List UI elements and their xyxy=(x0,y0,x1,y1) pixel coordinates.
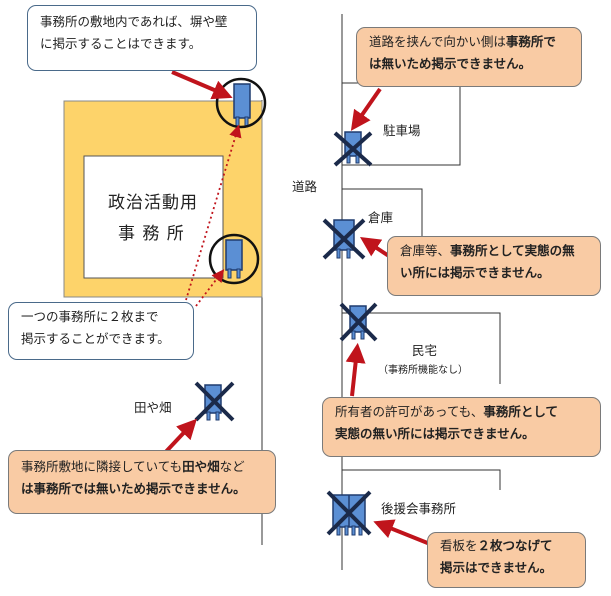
callout-double-sign-emph: ２枚つなげて xyxy=(477,538,553,553)
house-sublabel: （事務所機能なし） xyxy=(378,365,468,376)
callout-across-road: 道路を挟んで向かい側は事務所で は無いため掲示できません。 xyxy=(356,27,582,87)
callout-wall-line1: 事務所の敷地内であれば、塀や壁 xyxy=(40,14,228,29)
callout-house-line2: 実態の無い所には掲示できません。 xyxy=(335,426,535,441)
field-label: 田や畑 xyxy=(134,400,172,415)
callout-double-sign-text: 看板を xyxy=(440,538,478,553)
sign-crossed-warehouse xyxy=(322,218,366,260)
callout-warehouse-text: 倉庫等、 xyxy=(400,243,451,258)
callout-across-road-emph: 事務所で xyxy=(505,34,556,49)
callout-warehouse-line2: い所には掲示できません。 xyxy=(400,265,550,280)
parking-label: 駐車場 xyxy=(383,123,421,138)
callout-field: 事務所敷地に隣接していても田や畑など は事務所では無いため掲示できません。 xyxy=(8,450,276,514)
callout-warehouse: 倉庫等、事務所として実態の無 い所には掲示できません。 xyxy=(387,236,601,296)
callout-house: 所有者の許可があっても、事務所として 実態の無い所には掲示できません。 xyxy=(322,397,601,457)
sign-crossed-house xyxy=(339,302,378,342)
callout-wall-line2: に掲示することはできます。 xyxy=(40,36,202,51)
warehouse-label: 倉庫 xyxy=(368,210,394,225)
road-label: 道路 xyxy=(292,179,318,194)
callout-double-sign-line2: 掲示はできません。 xyxy=(440,560,553,575)
office-building xyxy=(83,155,224,279)
warehouse-outline xyxy=(342,188,423,238)
arrow-top-left xyxy=(171,70,233,100)
callout-wall-allowed: 事務所の敷地内であれば、塀や壁 に掲示することはできます。 xyxy=(27,5,257,71)
callout-house-emph: 事務所として xyxy=(483,404,559,419)
callout-two-signs-line1: 一つの事務所に２枚まで xyxy=(21,309,159,324)
dotted-arrow-to-yard xyxy=(195,269,225,307)
sign-allowed-wall xyxy=(215,77,267,129)
house-outline xyxy=(342,312,501,384)
callout-field-line2: は事務所では無いため掲示できません。 xyxy=(21,481,246,496)
callout-across-road-text: 道路を挟んで向かい側は xyxy=(369,34,506,49)
callout-two-signs-line2: 掲示することができます。 xyxy=(21,331,170,346)
sign-crossed-parking xyxy=(333,131,373,167)
support-office-label: 後援会事務所 xyxy=(381,501,457,516)
callout-double-sign: 看板を２枚つなげて 掲示はできません。 xyxy=(427,532,586,588)
office-label-line1: 政治活動用 xyxy=(108,193,198,213)
arrow-house xyxy=(345,342,366,397)
callout-house-text: 所有者の許可があっても、 xyxy=(335,404,484,419)
callout-field-text: 事務所敷地に隣接していても xyxy=(21,459,183,474)
sign-crossed-double xyxy=(326,490,372,536)
house-label: 民宅 xyxy=(412,343,438,358)
callout-field-emph: 田や畑 xyxy=(182,459,220,474)
callout-warehouse-emph: 事務所として実態の無 xyxy=(450,243,575,258)
callout-across-road-line2: は無いため掲示できません。 xyxy=(369,56,532,71)
sign-crossed-field xyxy=(194,381,235,422)
sign-allowed-yard xyxy=(208,233,260,285)
callout-two-signs-allowed: 一つの事務所に２枚まで 掲示することができます。 xyxy=(8,302,194,360)
support-office-outline xyxy=(342,469,501,490)
arrow-top-right xyxy=(350,87,382,131)
office-label-line2: 事 務 所 xyxy=(118,224,185,244)
callout-field-text2: など xyxy=(219,459,245,474)
